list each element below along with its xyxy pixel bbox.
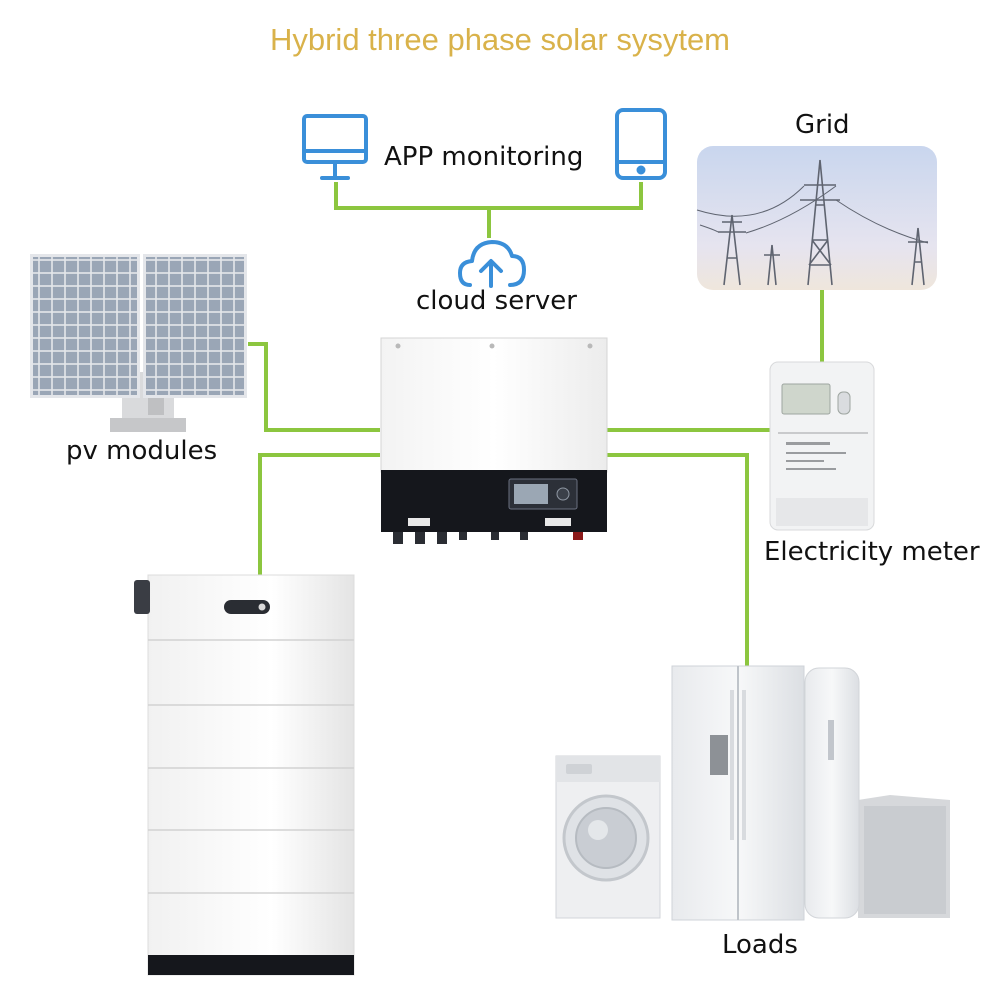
connector-battery-inverter (258, 453, 380, 575)
pv-modules-label: pv modules (66, 436, 218, 466)
grid-label: Grid (795, 110, 850, 140)
grid-image (696, 146, 937, 290)
connector-app-monitor (334, 182, 643, 210)
refrigerator-image (671, 665, 805, 921)
connector-pv-inverter (248, 342, 380, 432)
battery-stack-image (134, 574, 355, 976)
electricity-meter-image (769, 361, 875, 531)
electricity-meter-label: Electricity meter (764, 537, 980, 567)
washing-machine-image (555, 755, 661, 919)
cloud-server-label: cloud server (416, 286, 577, 316)
loads-label: Loads (722, 930, 798, 960)
connector-lines (248, 182, 824, 668)
air-conditioner-image (804, 667, 950, 919)
cloud-upload-icon (458, 240, 526, 288)
inverter-image (380, 337, 608, 544)
phone-icon (615, 108, 667, 180)
connector-inverter-loads (607, 453, 749, 668)
app-monitoring-label: APP monitoring (384, 142, 584, 172)
pv-modules-image (30, 254, 247, 432)
diagram-title: Hybrid three phase solar sysytem (269, 22, 731, 57)
monitor-icon (302, 114, 368, 180)
